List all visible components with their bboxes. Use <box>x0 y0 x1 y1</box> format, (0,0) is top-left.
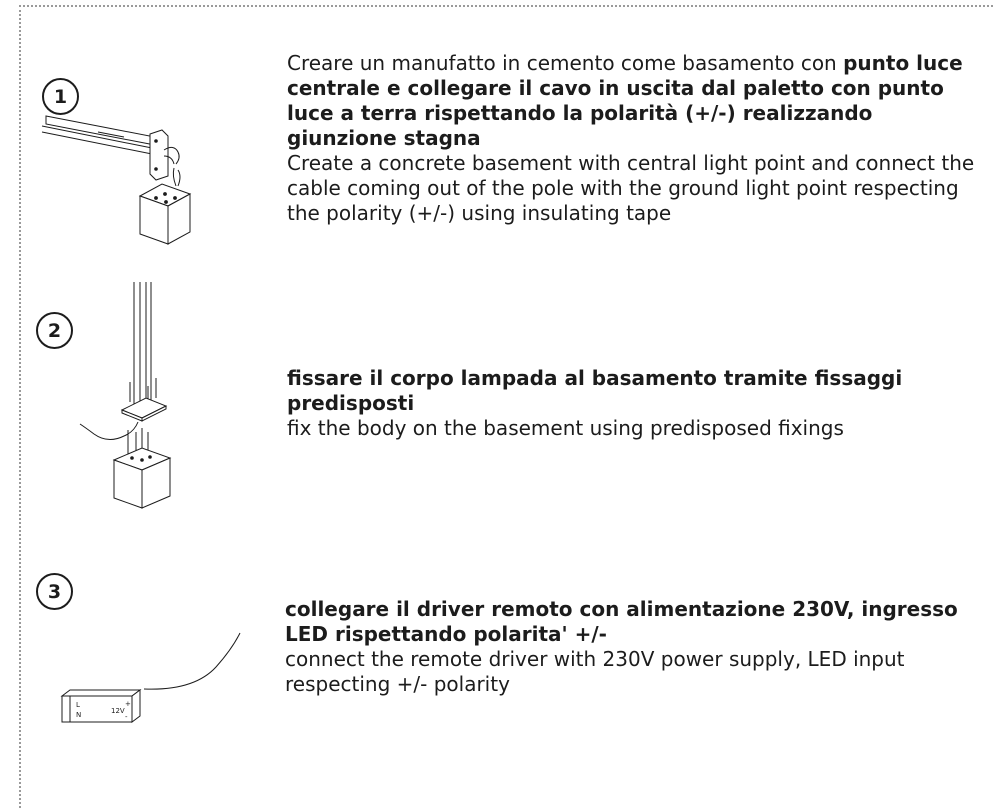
block-hole <box>141 459 144 462</box>
step-3-illustration: L N 12V + - <box>58 630 248 740</box>
driver-label-l: L <box>76 701 80 709</box>
step-1-number: 1 <box>53 85 68 108</box>
block-hole <box>155 197 158 200</box>
driver-label-minus: - <box>125 713 128 721</box>
step-2-italian-bold: fissare il corpo lampada al basamento tr… <box>287 366 903 415</box>
cable <box>80 422 138 440</box>
concrete-block <box>168 194 190 244</box>
base-plate <box>142 406 166 421</box>
pole-line <box>42 132 152 154</box>
step-2-text: fissare il corpo lampada al basamento tr… <box>287 366 987 441</box>
driver-label-plus: + <box>125 700 131 708</box>
pole-line <box>98 132 124 137</box>
cable <box>173 168 176 186</box>
step-2-english: fix the body on the basement using predi… <box>287 416 844 440</box>
driver-box <box>132 690 140 722</box>
cable <box>164 147 179 164</box>
step-1-text: Creare un manufatto in cemento come basa… <box>287 51 987 226</box>
step-2-number: 2 <box>47 319 62 342</box>
block-hole <box>164 193 167 196</box>
step-3-number: 3 <box>47 580 62 603</box>
step-3-english: connect the remote driver with 230V powe… <box>285 647 905 696</box>
step-2-illustration <box>80 282 200 514</box>
step-2-italian: fissare il corpo lampada al basamento tr… <box>287 366 987 416</box>
cable <box>164 156 174 164</box>
pole-line <box>42 126 152 148</box>
cable <box>178 170 180 186</box>
step-1-english: Create a concrete basement with central … <box>287 151 975 225</box>
pole-shape <box>46 116 160 146</box>
step-1-italian-regular: Creare un manufatto in cemento come basa… <box>287 51 844 75</box>
base-plate <box>150 130 168 180</box>
block-hole <box>174 197 177 200</box>
dotted-border-left <box>19 5 21 808</box>
step-3-italian: collegare il driver remoto con alimentaz… <box>285 597 990 647</box>
step-1-italian-bold: punto luce centrale e collegare il cavo … <box>287 51 963 150</box>
plate-hole <box>155 140 158 143</box>
driver-label-12v: 12V <box>111 707 125 715</box>
plate-hole <box>155 168 158 171</box>
driver-box <box>62 690 140 696</box>
step-3-text: collegare il driver remoto con alimentaz… <box>285 597 990 697</box>
step-2-number-badge: 2 <box>36 312 73 349</box>
step-1-number-badge: 1 <box>42 78 79 115</box>
step-3-italian-bold: collegare il driver remoto con alimentaz… <box>285 597 958 646</box>
block-hole <box>165 201 168 204</box>
concrete-block <box>142 458 170 508</box>
block-hole <box>149 456 152 459</box>
driver-label-n: N <box>76 711 81 719</box>
dotted-border-top <box>19 5 993 7</box>
step-3-number-badge: 3 <box>36 573 73 610</box>
step-1-illustration <box>38 112 198 252</box>
block-hole <box>131 457 134 460</box>
step-1-italian: Creare un manufatto in cemento come basa… <box>287 51 987 151</box>
cable <box>144 633 240 689</box>
